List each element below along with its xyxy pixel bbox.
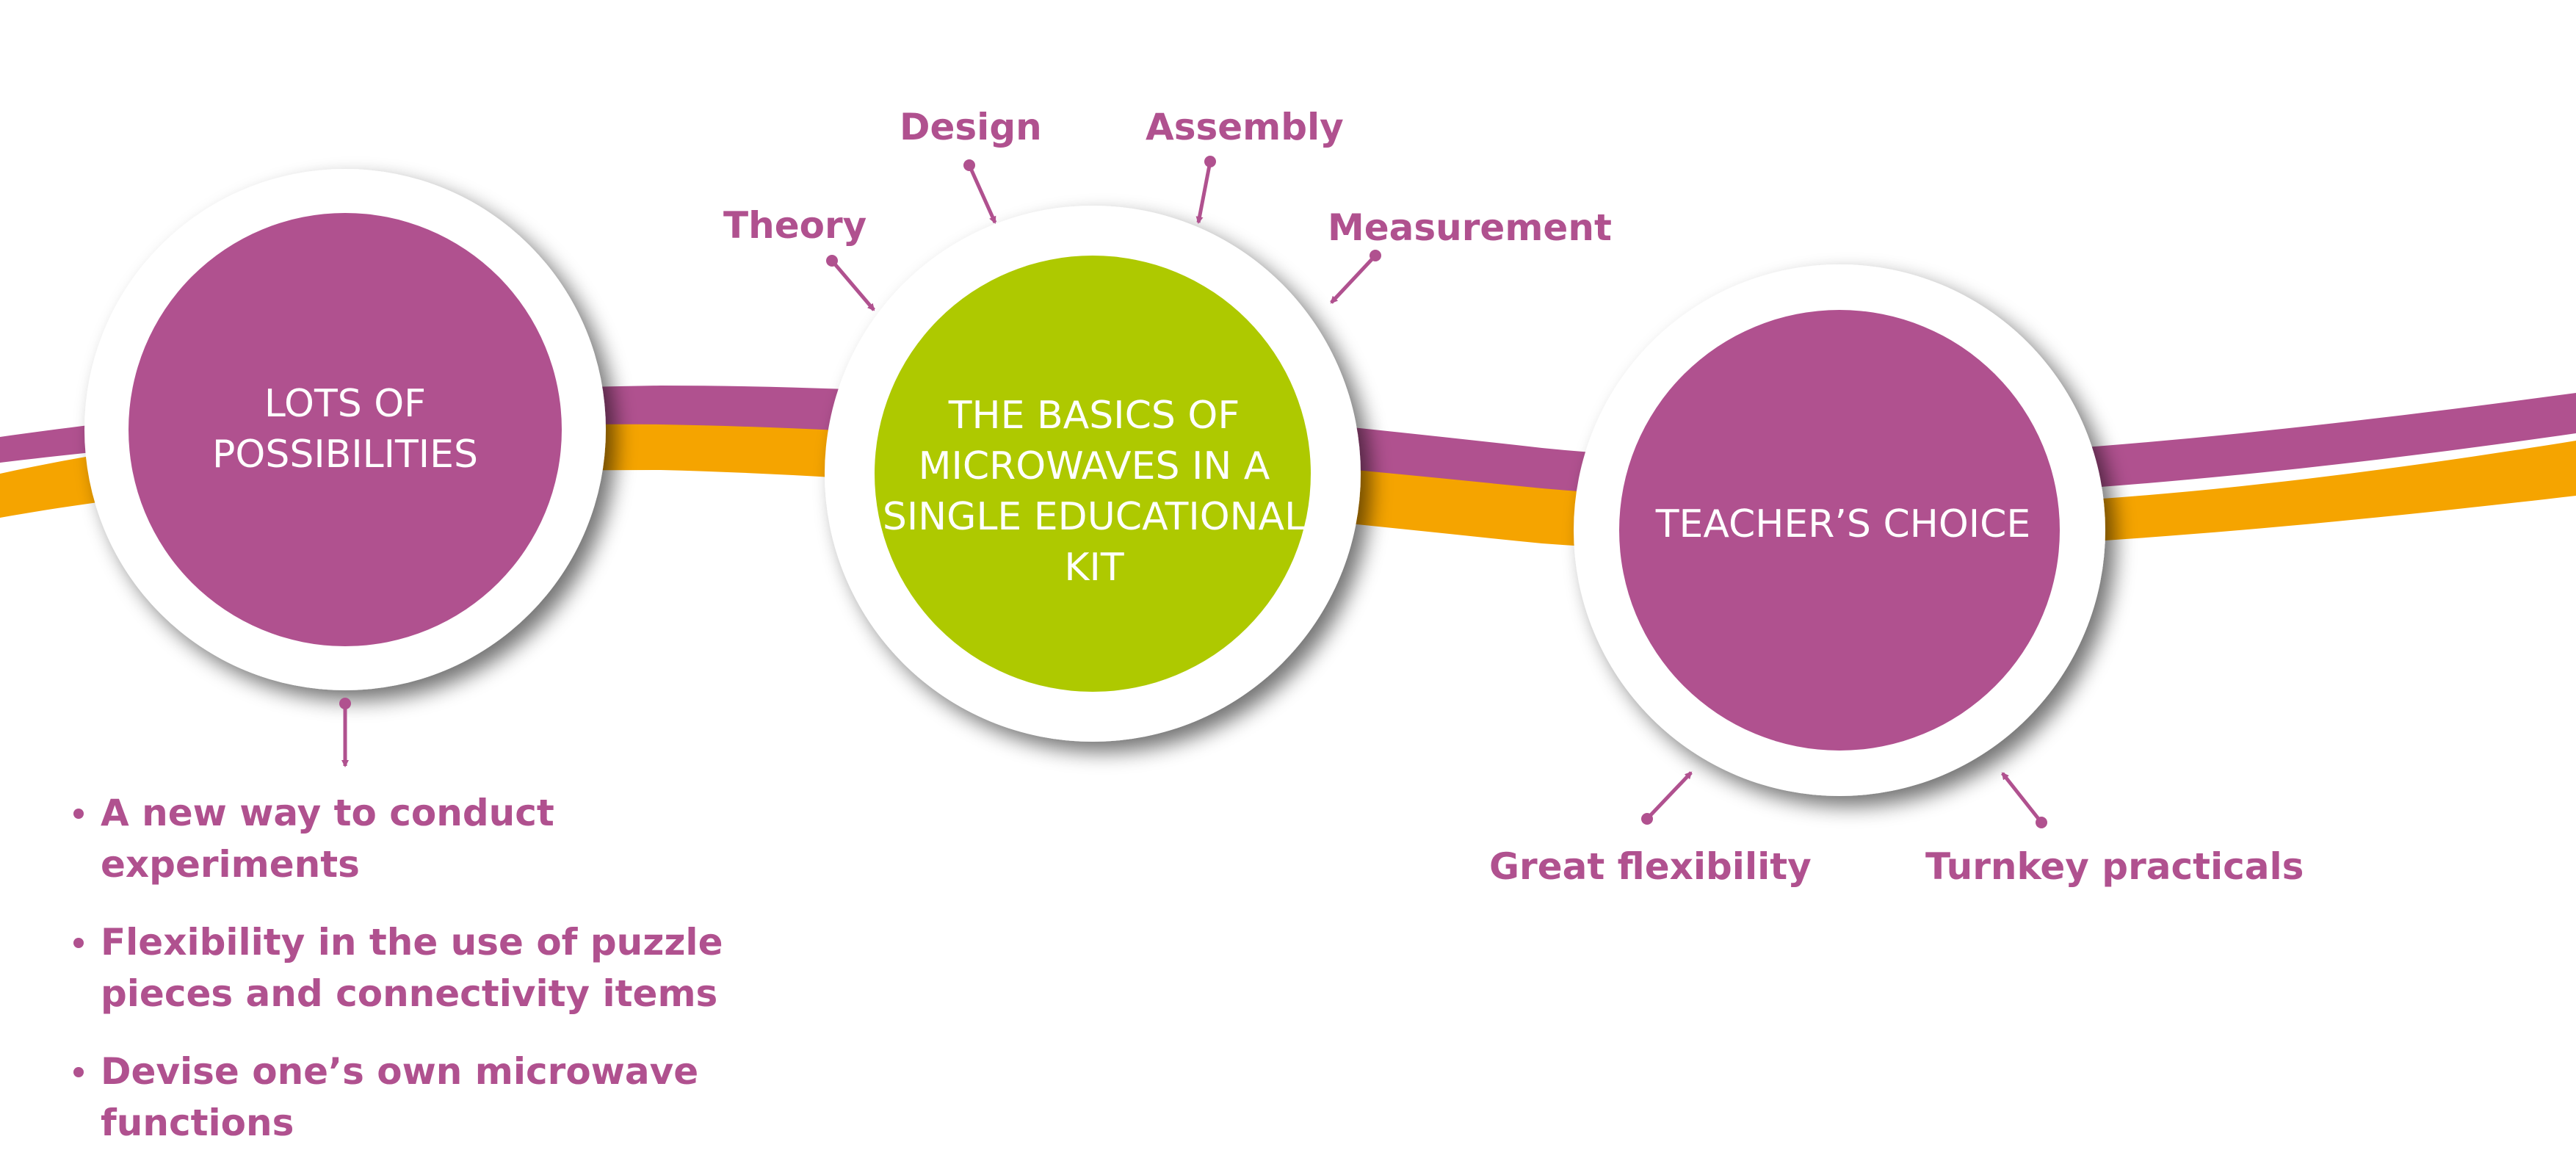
bullet-dot-icon [73, 1067, 84, 1077]
label-great-flexibility: Great flexibility [1489, 845, 1812, 888]
bullet-text: A new way to conduct experiments [101, 792, 554, 886]
arrow-possibilities-down [339, 698, 351, 767]
possibilities-bullet-list: A new way to conduct experiments Flexibi… [70, 787, 894, 1175]
center-circle-label: THE BASICS OF MICROWAVES IN A SINGLE EDU… [882, 393, 1306, 590]
left-circle-text: LOTS OF POSSIBILITIES [206, 352, 485, 507]
center-circle-text: THE BASICS OF MICROWAVES IN A SINGLE EDU… [881, 386, 1307, 599]
label-theory: Theory [723, 204, 867, 247]
center-circle [875, 256, 1311, 692]
arrow-theory [826, 255, 875, 311]
label-measurement: Measurement [1328, 206, 1612, 249]
list-item: Flexibility in the use of puzzle pieces … [70, 916, 850, 1019]
arrow-assembly [1195, 156, 1216, 224]
right-circle-text: TEACHER’S CHOICE [1638, 496, 2049, 554]
right-circle-label: TEACHER’S CHOICE [1655, 502, 2031, 547]
left-circle-label: LOTS OF POSSIBILITIES [212, 381, 478, 477]
list-item: Devise one’s own microwave functions [70, 1046, 894, 1149]
bullet-dot-icon [73, 809, 84, 819]
bullet-text: Devise one’s own microwave functions [101, 1050, 699, 1144]
right-circle [1619, 310, 2060, 751]
list-item: A new way to conduct experiments [70, 787, 820, 890]
label-design: Design [900, 106, 1042, 148]
bullet-dot-icon [73, 938, 84, 948]
label-turnkey-practicals: Turnkey practicals [1925, 845, 2304, 888]
arrow-measurement [1330, 250, 1381, 304]
label-assembly: Assembly [1146, 106, 1344, 148]
bullet-text: Flexibility in the use of puzzle pieces … [101, 921, 723, 1015]
arrow-turnkey-practicals [2001, 772, 2047, 828]
arrow-design [963, 159, 997, 224]
arrow-great-flexibility [1641, 771, 1693, 825]
left-circle [129, 213, 562, 646]
